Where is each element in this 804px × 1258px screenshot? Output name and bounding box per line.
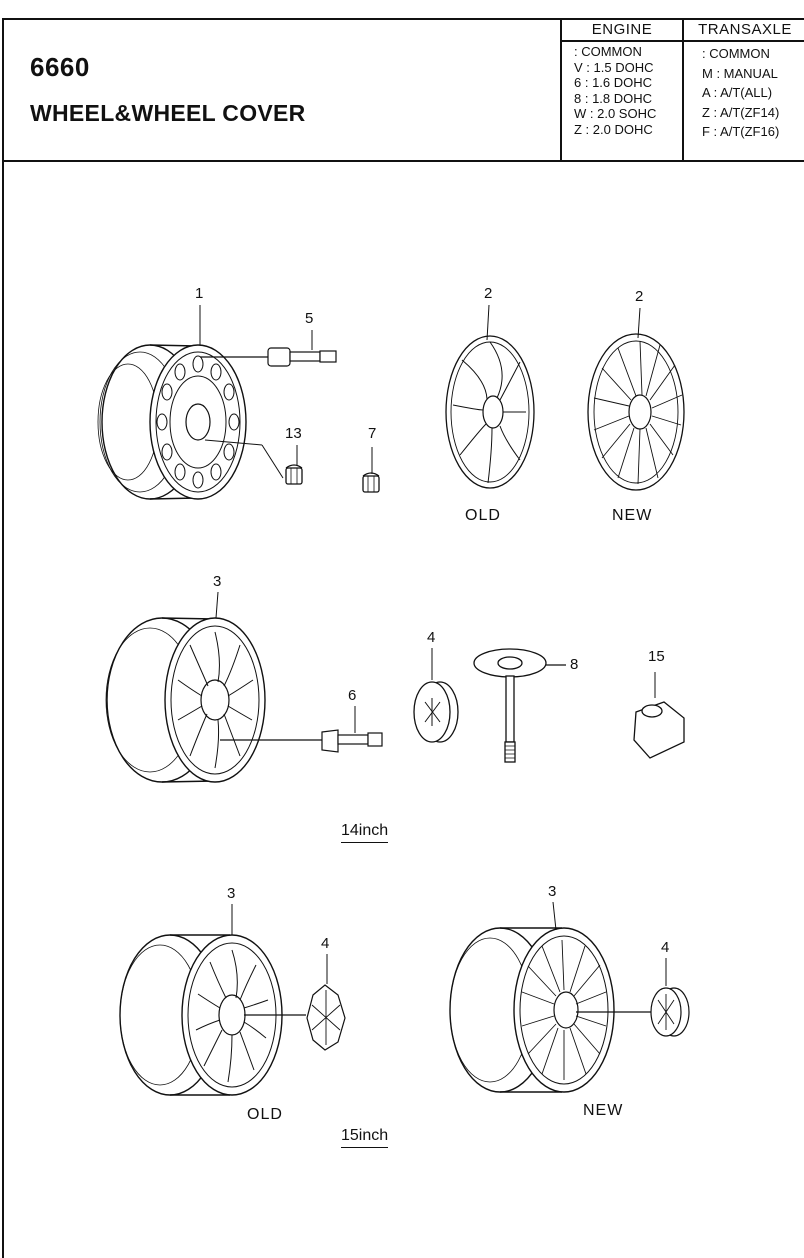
cap-nut bbox=[362, 447, 380, 493]
page-title: WHEEL&WHEEL COVER bbox=[30, 100, 306, 126]
valve-stem-alloy bbox=[220, 729, 383, 753]
engine-item: W : 2.0 SOHC bbox=[574, 106, 657, 122]
callout-3-15inch-old: 3 bbox=[227, 885, 236, 902]
callout-3-15inch-new: 3 bbox=[548, 883, 557, 900]
wheel-cover-old-label: OLD bbox=[465, 507, 501, 524]
transaxle-item: : COMMON bbox=[702, 46, 770, 61]
lug-nut bbox=[204, 439, 303, 485]
callout-8: 8 bbox=[570, 656, 579, 673]
sheet-frame bbox=[2, 18, 804, 1258]
spare-tire-bolt bbox=[473, 648, 566, 763]
engine-heading: ENGINE bbox=[562, 18, 682, 42]
engine-item: Z : 2.0 DOHC bbox=[574, 121, 653, 137]
callout-2-old: 2 bbox=[484, 285, 493, 302]
callout-13: 13 bbox=[285, 425, 302, 442]
callout-6: 6 bbox=[348, 687, 357, 704]
wheel-cover-new bbox=[587, 333, 685, 491]
center-cap-15-new bbox=[576, 987, 690, 1037]
engine-legend: ENGINE : COMMON V : 1.5 DOHC 6 : 1.6 DOH… bbox=[560, 18, 684, 162]
callout-4-15inch-old: 4 bbox=[321, 935, 330, 952]
wheel-cover-old bbox=[445, 335, 535, 489]
callout-4-15inch-new: 4 bbox=[661, 939, 670, 956]
transaxle-item: A : A/T(ALL) bbox=[702, 85, 773, 100]
transaxle-item: Z : A/T(ZF14) bbox=[702, 104, 780, 120]
header bbox=[2, 18, 804, 162]
transaxle-legend: TRANSAXLE : COMMON M : MANUAL A : A/T(AL… bbox=[684, 18, 804, 162]
engine-item: 6 : 1.6 DOHC bbox=[574, 75, 653, 91]
part-number: 6660 bbox=[30, 52, 90, 82]
section-15inch-label: 15inch bbox=[341, 1127, 389, 1148]
wheel-15inch-new-label: NEW bbox=[583, 1102, 624, 1119]
center-cap-14 bbox=[413, 681, 459, 743]
callout-1: 1 bbox=[195, 285, 204, 302]
callout-3-14inch: 3 bbox=[213, 573, 222, 590]
callout-7: 7 bbox=[368, 425, 377, 442]
leader-lines bbox=[199, 304, 667, 986]
wheel-cover-new-label: NEW bbox=[612, 507, 653, 524]
transaxle-item: F : A/T(ZF16) bbox=[702, 124, 780, 139]
alloy-wheel-15-new bbox=[449, 927, 615, 1093]
engine-item: : COMMON bbox=[574, 44, 642, 59]
center-cap-15-old bbox=[244, 984, 346, 1051]
transaxle-heading: TRANSAXLE bbox=[684, 18, 804, 42]
callout-5: 5 bbox=[305, 310, 314, 327]
callout-4-14inch: 4 bbox=[427, 629, 436, 646]
callout-15: 15 bbox=[648, 648, 665, 665]
engine-item: V : 1.5 DOHC bbox=[574, 59, 654, 75]
alloy-wheel-15-old bbox=[119, 934, 283, 1096]
callout-2-new: 2 bbox=[635, 288, 644, 305]
valve-stem bbox=[200, 347, 337, 367]
alloy-wheel-14 bbox=[105, 617, 266, 783]
transaxle-item: M : MANUAL bbox=[702, 65, 778, 81]
steel-wheel bbox=[97, 344, 247, 500]
balance-weight bbox=[633, 672, 685, 759]
engine-item: 8 : 1.8 DOHC bbox=[574, 90, 653, 106]
section-14inch-label: 14inch bbox=[341, 822, 389, 843]
wheel-15inch-old-label: OLD bbox=[247, 1106, 283, 1123]
